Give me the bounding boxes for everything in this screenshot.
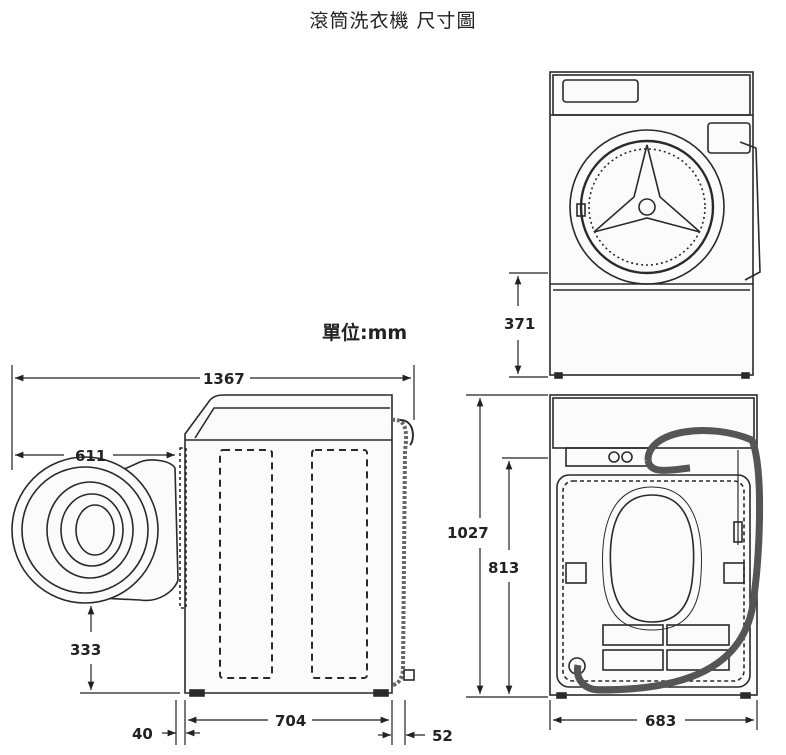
dim-label-333: 333 — [70, 641, 101, 659]
dim-1027 — [466, 394, 548, 698]
unit-label: 單位:mm — [322, 322, 408, 344]
dim-label-40: 40 — [132, 725, 153, 743]
rear-view-machine — [549, 394, 764, 699]
door-side-view — [11, 456, 179, 604]
dim-333 — [80, 606, 180, 694]
dim-371 — [509, 272, 548, 378]
side-view-machine — [179, 394, 415, 697]
dim-label-1027: 1027 — [447, 524, 489, 542]
dim-813 — [502, 457, 548, 694]
dim-label-611: 611 — [75, 447, 106, 465]
dim-1367 — [11, 365, 415, 470]
dim-683 — [549, 700, 758, 730]
page-title: 滾筒洗衣機 尺寸圖 — [309, 10, 477, 32]
dim-label-52: 52 — [432, 727, 453, 745]
dim-label-1367: 1367 — [203, 370, 245, 388]
dim-label-683: 683 — [645, 712, 676, 730]
dim-bottom — [162, 700, 425, 745]
dim-label-371: 371 — [504, 315, 535, 333]
dim-label-704: 704 — [275, 712, 306, 730]
front-view-machine — [549, 71, 761, 379]
dim-label-813: 813 — [488, 559, 519, 577]
